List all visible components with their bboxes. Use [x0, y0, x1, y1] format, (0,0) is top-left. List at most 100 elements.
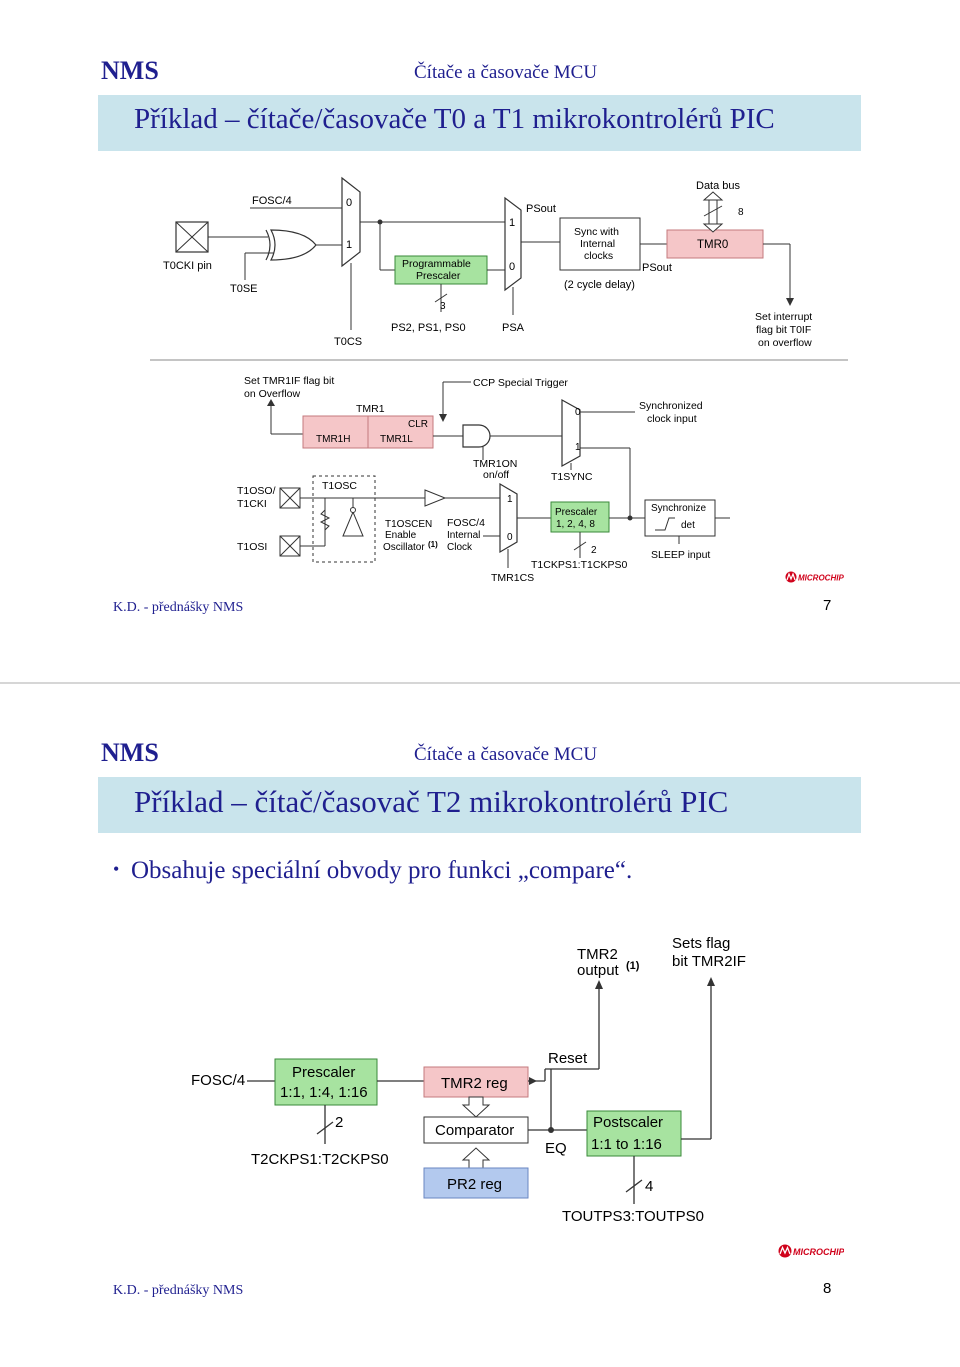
tmr0-register — [666, 229, 764, 259]
slide-subject: Čítače a časovače MCU — [414, 62, 598, 83]
timer2-block-diagram: TMR2 output (1) Sets flag bit TMR2IF FOS… — [191, 935, 746, 1225]
tmr0-label: TMR0 — [697, 239, 728, 251]
tmr1cs-mux — [499, 482, 518, 554]
ps-bus-width: 3 — [440, 301, 446, 312]
t1oso-label-2: T1CKI — [237, 498, 267, 510]
page-number: 8 — [823, 1280, 832, 1297]
t2-postscaler — [586, 1110, 682, 1157]
bullet-text: Obsahuje speciální obvody pro funkci „co… — [131, 857, 633, 884]
synch-label-2: det — [681, 520, 695, 531]
t2-fosc-label: FOSC/4 — [191, 1072, 245, 1089]
pr2-register — [423, 1167, 529, 1199]
xor-gate-icon — [265, 229, 317, 261]
brand-label: NMS — [101, 738, 159, 767]
schmitt-trigger-icon — [424, 489, 447, 507]
footer-label: K.D. - přednášky NMS — [113, 1283, 244, 1298]
pr2-reg-label: PR2 reg — [447, 1176, 502, 1193]
bullet-icon: • — [113, 859, 120, 879]
ccp-trigger-label: CCP Special Trigger — [473, 377, 568, 389]
t1-prescaler-label-1: Prescaler — [555, 507, 598, 518]
oscillator-inverter-icon — [342, 510, 364, 537]
microchip-logo: MICROCHIP — [785, 570, 849, 583]
microchip-logo-icon: MICROCHIP — [785, 571, 844, 583]
databus-arrow-icon — [702, 191, 724, 233]
synch-label-1: Synchronize — [651, 503, 706, 514]
t2-postscaler-bus-width: 4 — [645, 1178, 653, 1195]
sync-label-1: Sync with — [574, 226, 619, 238]
slide-8: NMS Čítače a časovače MCU Příklad – číta… — [0, 684, 960, 1366]
tmr1cs-input-1: 1 — [507, 494, 513, 505]
t2-ckps-label: T2CKPS1:T2CKPS0 — [251, 1151, 389, 1168]
comparator-block — [423, 1116, 529, 1144]
t1-ckps-label: T1CKPS1:T1CKPS0 — [531, 559, 627, 571]
synced-label-2: clock input — [647, 413, 697, 425]
t0cs-mux — [341, 176, 361, 268]
psa-label: PSA — [502, 322, 525, 334]
t1oscen-label-3: Oscillator — [383, 542, 425, 553]
t1osi-label: T1OSI — [237, 541, 267, 553]
mux-input-1: 1 — [346, 239, 352, 251]
t1osc-box — [312, 475, 376, 563]
interrupt-label-2: flag bit T0IF — [756, 324, 811, 336]
t1-footnote: (1) — [428, 540, 438, 549]
t2-prescaler-label-1: Prescaler — [292, 1064, 355, 1081]
t0cki-label: T0CKI pin — [163, 260, 212, 272]
tmr1if-label-2: on Overflow — [244, 388, 300, 400]
t0cs-label: T0CS — [334, 336, 362, 348]
title-band: Příklad – čítač/časovač T2 mikrokontrolé… — [98, 777, 861, 833]
comparator-label: Comparator — [435, 1122, 514, 1139]
programmable-prescaler — [394, 255, 488, 285]
databus-width: 8 — [738, 207, 744, 218]
sync-mux-input-0: 0 — [575, 407, 581, 418]
sync-mux — [561, 398, 581, 468]
tmr2-output-label-1: TMR2 — [577, 946, 618, 963]
sync-label-3: clocks — [584, 250, 613, 262]
psa-input-1: 1 — [509, 217, 515, 229]
toutps-label: TOUTPS3:TOUTPS0 — [562, 1208, 704, 1225]
prescaler-label-2: Prescaler — [416, 270, 461, 282]
tmr1on-label-1: TMR1ON — [473, 458, 517, 470]
tmr2if-label-2: bit TMR2IF — [672, 953, 746, 970]
t1osc-label: T1OSC — [322, 480, 357, 492]
tmr2if-label-1: Sets flag — [672, 935, 730, 952]
logo-text: MICROCHIP — [798, 574, 844, 583]
t0cki-pin-icon — [175, 221, 209, 253]
interrupt-label-3: on overflow — [758, 337, 812, 349]
t2-postscaler-label-1: Postscaler — [593, 1114, 663, 1131]
t2-prescaler-label-2: 1:1, 1:4, 1:16 — [280, 1084, 368, 1101]
t2-prescaler — [274, 1058, 378, 1106]
t1-ckps-bus-width: 2 — [591, 545, 597, 556]
interrupt-label-1: Set interrupt — [755, 311, 812, 323]
tmr2-register — [423, 1066, 529, 1098]
tmr1on-label-2: on/off — [483, 469, 509, 481]
sync-mux-input-1: 1 — [575, 442, 581, 453]
tmr2-to-comparator-arrow-icon — [461, 1096, 491, 1118]
psa-mux — [504, 196, 522, 292]
timer0-block-diagram: T0CKI pin T0SE FOSC/4 0 1 T0CS Programma… — [150, 176, 848, 361]
tmr1cs-label: TMR1CS — [491, 572, 534, 584]
tmr1l-label: TMR1L — [380, 434, 413, 445]
slide-subject: Čítače a časovače MCU — [414, 744, 598, 765]
logo-text: MICROCHIP — [793, 1247, 844, 1257]
tmr1if-label-1: Set TMR1IF flag bit — [244, 375, 334, 387]
tmr1-label: TMR1 — [356, 403, 385, 415]
t1oscen-label-2: Enable — [385, 530, 417, 541]
timer1-block-diagram: Set TMR1IF flag bit on Overflow CCP Spec… — [237, 375, 730, 584]
microchip-logo: MICROCHIP — [778, 1244, 845, 1258]
t1-prescaler-label-2: 1, 2, 4, 8 — [556, 519, 595, 530]
t1-clock-label: Clock — [447, 542, 473, 553]
t1oscen-label-1: T1OSCEN — [385, 519, 432, 530]
sleep-input-label: SLEEP input — [651, 549, 710, 561]
microchip-logo-icon: MICROCHIP — [778, 1244, 845, 1258]
tmr2-output-label-2: output — [577, 962, 620, 979]
psout-label: PSout — [526, 203, 556, 215]
t1-fosc-label: FOSC/4 — [447, 517, 485, 529]
t1oso-pin-icon — [279, 487, 301, 509]
and-gate-icon — [462, 424, 491, 448]
t0se-label: T0SE — [230, 283, 258, 295]
tmr1cs-input-0: 0 — [507, 532, 513, 543]
delay-label: (2 cycle delay) — [564, 279, 635, 291]
slide-title: Příklad – čítač/časovač T2 mikrokontrolé… — [134, 784, 729, 819]
slide-7: NMS Čítače a časovače MCU Příklad – číta… — [0, 0, 960, 682]
psa-input-0: 0 — [509, 261, 515, 273]
